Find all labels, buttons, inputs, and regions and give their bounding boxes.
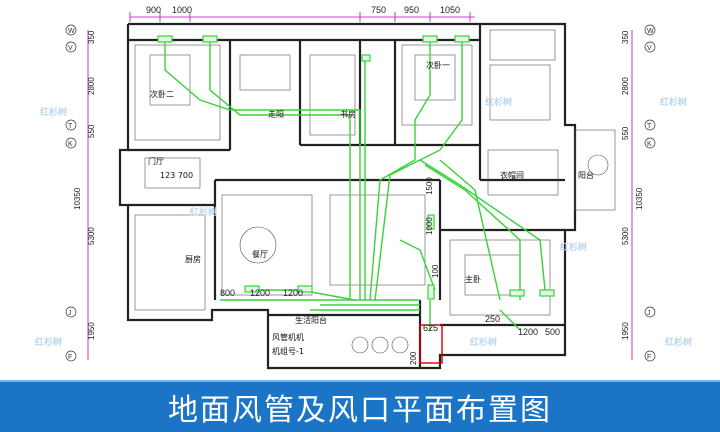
axis-markers bbox=[65, 24, 656, 362]
top-dim-2: 1000 bbox=[172, 5, 192, 15]
axis-label-r3: T bbox=[647, 123, 652, 130]
axis-label-4: K bbox=[68, 141, 73, 148]
right-dim-2: 2800 bbox=[621, 77, 630, 95]
duct-dim-8: 250 bbox=[485, 314, 500, 324]
axis-label-r5: J bbox=[647, 310, 651, 317]
top-dim-4: 950 bbox=[404, 5, 419, 15]
right-dim-5: 5300 bbox=[621, 227, 630, 245]
room-label-cloakroom: 衣帽间 bbox=[500, 170, 524, 180]
left-dim-6: 1950 bbox=[87, 322, 96, 340]
duct-dim-5: 1000 bbox=[425, 217, 434, 235]
room-label-balcony: 阳台 bbox=[578, 170, 594, 180]
top-dim-3: 750 bbox=[371, 5, 386, 15]
axis-label-5: J bbox=[68, 310, 72, 317]
label-unit-1: 风管机机 bbox=[272, 332, 304, 342]
air-ducts bbox=[164, 40, 546, 331]
duct-dim-9: 200 bbox=[409, 351, 418, 365]
duct-dim-6: 100 bbox=[431, 264, 440, 278]
axis-label-r6: F bbox=[647, 354, 651, 361]
watermark-4: 红杉树 bbox=[560, 241, 587, 253]
corner-dim-1: 1200 bbox=[518, 327, 538, 337]
axis-label-r4: K bbox=[647, 141, 652, 148]
left-dim-1: 350 bbox=[87, 30, 96, 44]
label-fridge: 门厅 bbox=[148, 156, 164, 166]
duct-dim-4: 1500 bbox=[425, 177, 434, 195]
top-dim-1: 900 bbox=[146, 5, 161, 15]
air-unit-box bbox=[419, 324, 443, 364]
room-label-dining: 餐厅 bbox=[252, 250, 268, 259]
caption-bar: 地面风管及风口平面布置图 bbox=[0, 380, 720, 432]
label-fridge-code: 123 700 bbox=[160, 171, 193, 180]
watermark-8: 红杉树 bbox=[660, 96, 687, 108]
room-label-living-balcony: 生活阳台 bbox=[295, 315, 327, 325]
corner-dim-2: 500 bbox=[545, 327, 560, 337]
axis-label-r1: W bbox=[647, 28, 654, 35]
duct-dim-3: 1200 bbox=[283, 288, 303, 298]
watermark-2: 红杉树 bbox=[485, 96, 512, 108]
left-dim-2: 2800 bbox=[87, 77, 96, 95]
duct-dim-2: 1200 bbox=[250, 288, 270, 298]
duct-dim-1: 800 bbox=[220, 288, 235, 298]
room-label-kitchen: 厨房 bbox=[185, 254, 201, 264]
left-dim-5: 5300 bbox=[87, 227, 96, 245]
room-label-bedroom1: 次卧一 bbox=[426, 60, 450, 70]
duct-dim-7: 625 bbox=[423, 323, 438, 333]
axis-label-6: F bbox=[68, 354, 72, 361]
left-dim-4: 10350 bbox=[73, 187, 82, 210]
right-dim-6: 1950 bbox=[621, 322, 630, 340]
axis-label-1: W bbox=[68, 28, 75, 35]
axis-label-r2: V bbox=[647, 45, 652, 52]
watermark-7: 红杉树 bbox=[35, 336, 62, 348]
room-label-master: 主卧 bbox=[465, 274, 481, 284]
dimension-lines bbox=[87, 12, 633, 360]
watermark-1: 红杉树 bbox=[40, 106, 67, 118]
room-label-corridor: 走阳 bbox=[268, 110, 284, 119]
room-label-study: 书房 bbox=[340, 109, 356, 119]
watermark-3: 红杉树 bbox=[190, 206, 217, 218]
axis-label-3: T bbox=[68, 123, 73, 130]
right-dim-3: 550 bbox=[621, 126, 630, 140]
right-dim-4: 10350 bbox=[635, 187, 644, 210]
label-unit-2: 机组号-1 bbox=[272, 346, 304, 356]
caption-title: 地面风管及风口平面布置图 bbox=[168, 393, 552, 428]
axis-label-2: V bbox=[68, 45, 73, 52]
right-dim-1: 350 bbox=[621, 30, 630, 44]
watermark-6: 红杉树 bbox=[665, 336, 692, 348]
left-dim-3: 550 bbox=[87, 124, 96, 138]
air-vents bbox=[157, 35, 555, 300]
watermark-5: 红杉树 bbox=[470, 336, 497, 348]
room-label-bedroom2: 次卧二 bbox=[150, 89, 174, 99]
walls bbox=[118, 22, 577, 370]
top-dim-5: 1050 bbox=[440, 5, 460, 15]
floor-plan-drawing: 900 1000 750 950 1050 350 2800 550 10350… bbox=[35, 5, 692, 370]
